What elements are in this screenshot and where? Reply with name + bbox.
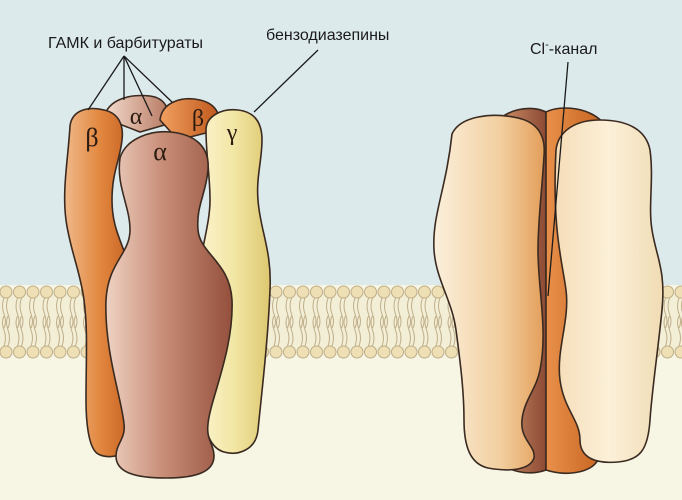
left-receptor: β α β α γ [65, 96, 271, 478]
subunit-label-alpha-front: α [153, 137, 167, 166]
label-benzodiazepines: бензодиазепины [266, 27, 389, 44]
subunit-label-gamma: γ [226, 120, 238, 146]
subunit-label-beta-left: β [85, 123, 98, 152]
subunit-label-beta-back: β [192, 106, 204, 132]
label-cl-channel: Cl--канал [530, 39, 597, 58]
label-gaba-barbiturates: ГАМК и барбитураты [48, 35, 203, 52]
channel-subunit-right [555, 120, 663, 462]
subunit-label-alpha-back: α [130, 104, 143, 130]
